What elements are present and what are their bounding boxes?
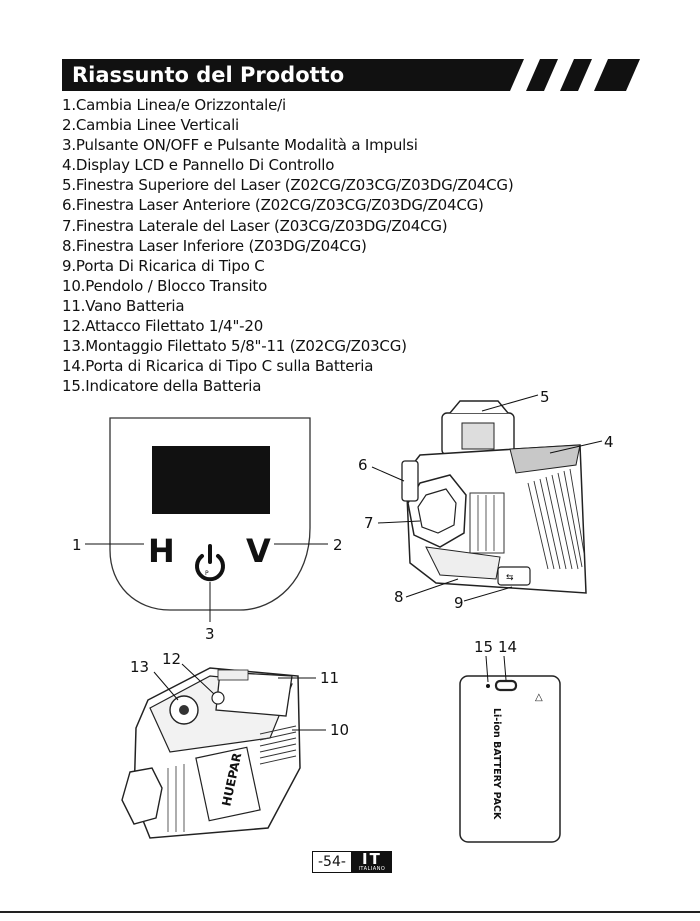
laser-level-front-figure: ⇆ 5 4 6 7 8 9 xyxy=(358,388,614,612)
list-item: 9.Porta Di Ricarica di Tipo C xyxy=(62,256,265,275)
callout-13: 13 xyxy=(130,658,149,676)
list-item: 2.Cambia Linee Verticali xyxy=(62,116,240,135)
callout-14: 14 xyxy=(498,638,517,656)
battery-usb-c-port xyxy=(494,679,518,692)
list-item: 4.Display LCD e Pannello Di Controllo xyxy=(62,156,335,175)
header-bar-graphic xyxy=(62,59,640,91)
lcd-display xyxy=(152,446,270,514)
list-item: 5.Finestra Superiore del Laser (Z02CG/Z0… xyxy=(62,176,514,195)
laser-level-bottom-figure: HUEPAR 13 12 11 10 xyxy=(121,650,349,839)
callout-15: 15 xyxy=(474,638,493,656)
callout-12: 12 xyxy=(162,650,181,668)
power-icon: P xyxy=(195,544,225,582)
battery-indicator xyxy=(486,684,490,688)
list-item: 8.Finestra Laser Inferiore (Z03DG/Z04CG) xyxy=(62,236,367,255)
callout-7: 7 xyxy=(364,514,374,532)
list-item: 12.Attacco Filettato 1/4"-20 xyxy=(62,317,264,336)
callout-9: 9 xyxy=(454,594,464,612)
language-name: ITALIANO xyxy=(358,866,386,872)
list-item: 1.Cambia Linea/e Orizzontale/i xyxy=(62,96,287,114)
list-item: 6.Finestra Laser Anteriore (Z02CG/Z03CG/… xyxy=(62,196,484,215)
list-item: 14.Porta di Ricarica di Tipo C sulla Bat… xyxy=(62,357,374,376)
list-item: 15.Indicatore della Batteria xyxy=(62,377,262,396)
list-item: 7.Finestra Laterale del Laser (Z03CG/Z03… xyxy=(62,216,448,235)
v-button-label: V xyxy=(246,532,271,570)
svg-text:P: P xyxy=(205,570,209,577)
component-list: 1.Cambia Linea/e Orizzontale/i 2.Cambia … xyxy=(62,95,514,396)
callout-4: 4 xyxy=(604,433,614,451)
svg-text:⇆: ⇆ xyxy=(506,573,514,583)
language-code: IT xyxy=(362,850,382,868)
callout-11: 11 xyxy=(320,669,339,687)
h-button-label: H xyxy=(148,532,175,570)
control-panel-figure: H V P 1 2 3 xyxy=(72,417,343,643)
battery-figure: △ Li-ion BATTERY PACK 15 14 xyxy=(459,638,561,843)
battery-body xyxy=(459,675,561,843)
page-title: Riassunto del Prodotto xyxy=(72,63,345,87)
page-number: -54- xyxy=(312,851,352,873)
battery-label: Li-ion BATTERY PACK xyxy=(491,708,502,820)
list-item: 10.Pendolo / Blocco Transito xyxy=(62,276,268,295)
callout-10: 10 xyxy=(330,721,349,739)
callout-5: 5 xyxy=(540,388,550,406)
list-item: 3.Pulsante ON/OFF e Pulsante Modalità a … xyxy=(62,136,418,155)
language-badge: IT ITALIANO xyxy=(351,850,392,873)
callout-8: 8 xyxy=(394,588,404,606)
usb-port xyxy=(497,566,531,586)
section-header: Riassunto del Prodotto xyxy=(62,59,640,91)
warning-triangle-icon: △ xyxy=(535,692,543,703)
callout-2: 2 xyxy=(333,536,343,554)
bottom-rule xyxy=(0,911,700,913)
callout-1: 1 xyxy=(72,536,82,554)
callout-6: 6 xyxy=(358,456,368,474)
list-item: 11.Vano Batteria xyxy=(62,296,185,315)
list-item: 13.Montaggio Filettato 5/8"-11 (Z02CG/Z0… xyxy=(62,337,407,356)
page-footer: -54- IT ITALIANO xyxy=(312,851,392,873)
callout-3: 3 xyxy=(205,625,215,643)
